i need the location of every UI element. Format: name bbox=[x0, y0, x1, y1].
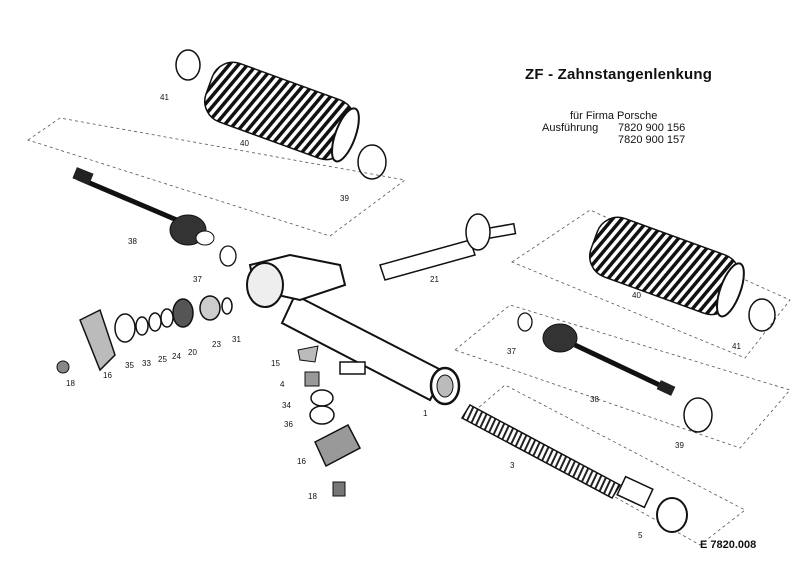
screw-18-left bbox=[56, 360, 70, 374]
rack-bar bbox=[460, 404, 622, 499]
bellows-left bbox=[204, 61, 360, 163]
callout-38: 38 bbox=[128, 237, 137, 246]
callout-40: 40 bbox=[240, 139, 249, 148]
callout-23: 23 bbox=[212, 340, 221, 349]
callout-18: 18 bbox=[66, 379, 75, 388]
subtitle-part-number-2: 7820 900 157 bbox=[618, 134, 686, 146]
washer-37-left bbox=[219, 245, 237, 267]
callout-41-right: 41 bbox=[732, 342, 741, 351]
callout-41: 41 bbox=[160, 93, 169, 102]
callout-1: 1 bbox=[423, 409, 428, 418]
screw-18-lower bbox=[332, 481, 346, 497]
tie-rod-right bbox=[542, 323, 676, 396]
ring-25 bbox=[148, 312, 162, 332]
drawing-title: ZF - Zahnstangenlenkung bbox=[525, 66, 713, 83]
bellows-right bbox=[589, 216, 745, 318]
callout-40-right: 40 bbox=[632, 291, 641, 300]
spring-4 bbox=[304, 371, 320, 387]
callout-20: 20 bbox=[188, 348, 197, 357]
ring-35 bbox=[114, 313, 136, 343]
subtitle-part-number-1: 7820 900 156 bbox=[618, 122, 686, 134]
callout-24: 24 bbox=[172, 352, 181, 361]
callout-15: 15 bbox=[271, 359, 280, 368]
callout-34: 34 bbox=[282, 401, 291, 410]
callout-39-right: 39 bbox=[675, 441, 684, 450]
seal-ring-39-left bbox=[357, 144, 387, 180]
ring-31 bbox=[221, 297, 233, 315]
callout-31: 31 bbox=[232, 335, 241, 344]
callout-37-right: 37 bbox=[507, 347, 516, 356]
seal-ring-39-right bbox=[683, 397, 713, 433]
drawing-code: E 7820.008 bbox=[700, 539, 757, 551]
callout-33: 33 bbox=[142, 359, 151, 368]
rack-housing bbox=[246, 253, 461, 406]
bushing-5 bbox=[656, 497, 688, 533]
subtitle-ausfuehrung-label: Ausführung bbox=[542, 122, 599, 134]
callout-37: 37 bbox=[193, 275, 202, 284]
seal-ring-41-right bbox=[748, 298, 776, 332]
bearing-20 bbox=[172, 298, 194, 328]
callout-21: 21 bbox=[430, 275, 439, 284]
washer-37-right bbox=[517, 312, 533, 332]
dashed-outline-right-lower bbox=[454, 304, 791, 449]
callout-25: 25 bbox=[158, 355, 167, 364]
rack-end bbox=[616, 475, 654, 509]
tie-rod-left bbox=[72, 167, 215, 246]
ring-33 bbox=[135, 316, 149, 336]
callout-36: 36 bbox=[284, 420, 293, 429]
cover-plate-16-left bbox=[79, 308, 116, 372]
cover-plate-16-lower bbox=[314, 423, 362, 468]
pinion-shaft bbox=[379, 213, 517, 281]
callout-35: 35 bbox=[125, 361, 134, 370]
ring-36 bbox=[309, 405, 335, 425]
dashed-outline-rack bbox=[469, 384, 746, 546]
callout-4: 4 bbox=[280, 380, 285, 389]
dashed-outline-right-upper bbox=[511, 209, 791, 359]
callout-39: 39 bbox=[340, 194, 349, 203]
ring-24 bbox=[160, 308, 174, 328]
callout-3: 3 bbox=[510, 461, 515, 470]
callout-38-right: 38 bbox=[590, 395, 599, 404]
seal-ring-41-left bbox=[175, 49, 201, 81]
callout-18-lower: 18 bbox=[308, 492, 317, 501]
pressure-pad-15 bbox=[297, 345, 319, 363]
callout-16: 16 bbox=[103, 371, 112, 380]
callout-5: 5 bbox=[638, 531, 643, 540]
callout-16-lower: 16 bbox=[297, 457, 306, 466]
subtitle-line1: für Firma Porsche bbox=[570, 110, 658, 122]
ring-34 bbox=[310, 389, 334, 407]
dashed-outline-left bbox=[27, 117, 406, 237]
needle-bearing-23 bbox=[199, 295, 221, 321]
